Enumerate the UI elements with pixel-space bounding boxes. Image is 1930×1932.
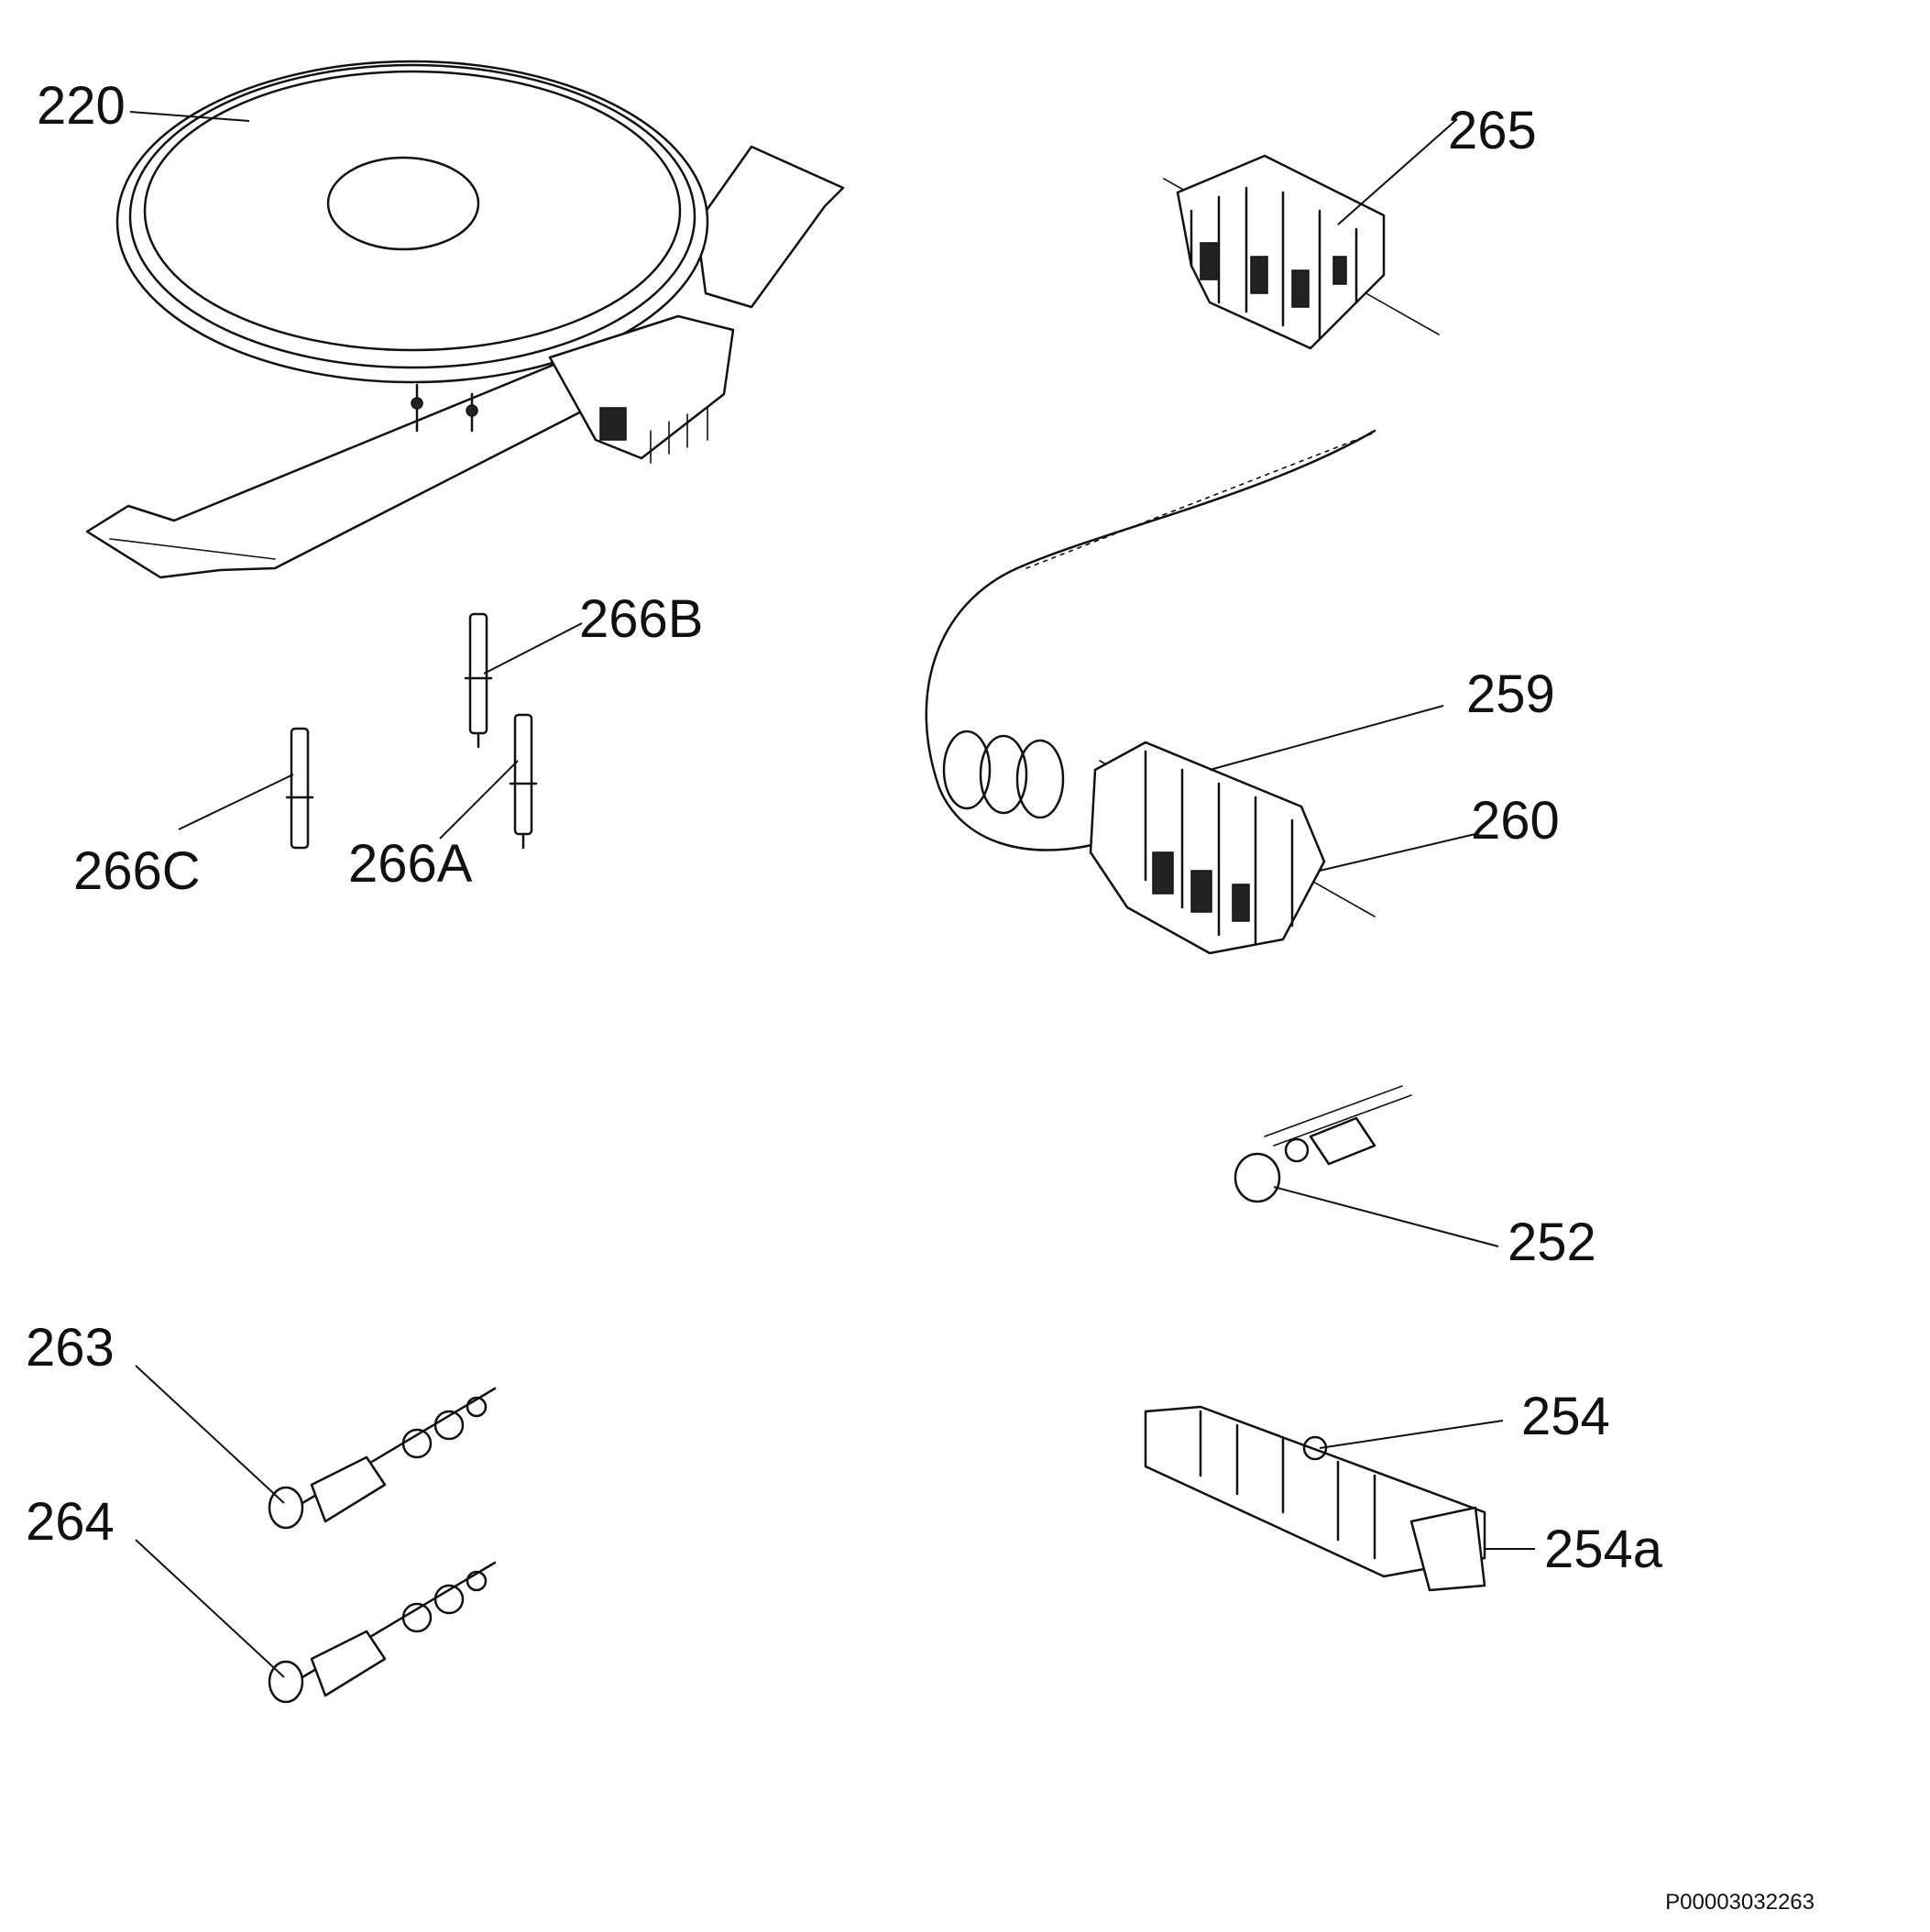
label-254: 254 xyxy=(1521,1387,1610,1446)
label-260: 260 xyxy=(1471,791,1560,851)
label-254a: 254a xyxy=(1544,1520,1663,1579)
part-254-254a-switch xyxy=(1144,1405,1486,1592)
label-266A: 266A xyxy=(348,834,473,894)
label-264: 264 xyxy=(26,1492,115,1552)
part-263-switch xyxy=(268,1387,497,1530)
label-220: 220 xyxy=(37,76,126,136)
leader-lines xyxy=(129,111,1535,1678)
part-265-rotary-switch xyxy=(1163,154,1440,350)
label-263: 263 xyxy=(26,1318,115,1378)
label-265: 265 xyxy=(1448,101,1537,160)
part-259-260-thermostat xyxy=(925,429,1376,955)
label-252: 252 xyxy=(1508,1213,1596,1272)
part-266B-pin xyxy=(464,612,493,749)
label-266B: 266B xyxy=(579,589,703,649)
part-266A-pin xyxy=(509,713,538,850)
label-266C: 266C xyxy=(73,841,201,901)
part-220-hotplate xyxy=(85,60,845,579)
part-266C-pin xyxy=(285,727,314,850)
label-259: 259 xyxy=(1466,664,1555,724)
document-code: P00003032263 xyxy=(1665,1890,1815,1915)
part-252-lamp-holder xyxy=(1234,1085,1412,1203)
part-264-switch xyxy=(268,1561,497,1704)
